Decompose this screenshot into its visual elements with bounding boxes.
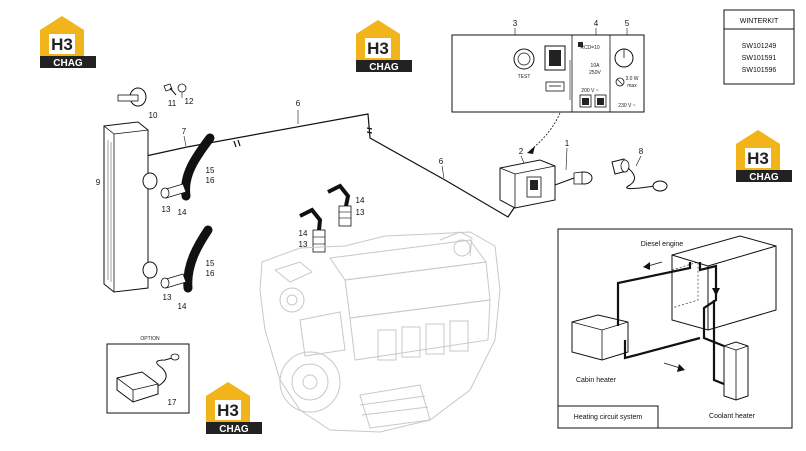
svg-text:16: 16 xyxy=(206,176,215,185)
svg-text:13: 13 xyxy=(356,208,365,217)
winterkit-title: WINTERKIT xyxy=(740,18,779,25)
svg-text:1: 1 xyxy=(565,139,570,148)
brand-logo-1: H3 CHAG xyxy=(40,16,96,69)
temperature-sensor: 8 xyxy=(611,147,668,192)
svg-text:12: 12 xyxy=(185,97,194,106)
diesel-engine-label: Diesel engine xyxy=(641,241,684,248)
svg-text:H3: H3 xyxy=(217,401,239,420)
option-label: OPTION xyxy=(140,336,160,342)
svg-text:4: 4 xyxy=(594,19,599,28)
svg-text:10A: 10A xyxy=(591,63,601,69)
brand-logo-2: H3 CHAG xyxy=(356,20,412,73)
svg-text:13: 13 xyxy=(163,293,172,302)
svg-text:max: max xyxy=(627,83,637,89)
engine-fitting-right: 14 13 xyxy=(327,183,365,227)
svg-text:17: 17 xyxy=(168,398,177,407)
svg-text:16: 16 xyxy=(206,269,215,278)
svg-text:CHAG: CHAG xyxy=(53,58,83,69)
svg-text:8: 8 xyxy=(639,147,644,156)
svg-text:7: 7 xyxy=(182,127,187,136)
svg-text:3: 3 xyxy=(513,19,518,28)
svg-text:14: 14 xyxy=(178,302,187,311)
svg-text:TEST: TEST xyxy=(518,74,531,80)
svg-text:14: 14 xyxy=(356,196,365,205)
heater-unit: 2 1 xyxy=(499,139,593,209)
svg-text:3.0 W: 3.0 W xyxy=(625,76,638,82)
winterkit-code-2: SW101591 xyxy=(742,55,777,62)
winterkit-code-1: SW101249 xyxy=(742,43,777,50)
svg-text:CHAG: CHAG xyxy=(219,424,249,435)
engine-fitting-left: 14 13 xyxy=(299,207,326,253)
heating-system-label: Heating circuit system xyxy=(574,414,643,421)
option-box: OPTION 17 xyxy=(106,336,190,414)
svg-text:14: 14 xyxy=(299,229,308,238)
svg-text:15: 15 xyxy=(206,259,215,268)
coolant-heater-label: Coolant heater xyxy=(709,413,756,420)
svg-text:15: 15 xyxy=(206,166,215,175)
svg-text:9: 9 xyxy=(96,178,101,187)
svg-text:13: 13 xyxy=(162,205,171,214)
svg-text:CHAG: CHAG xyxy=(749,172,779,183)
callout-6-right: 6 xyxy=(439,157,444,166)
svg-text:H3: H3 xyxy=(747,149,769,168)
svg-text:230 V ~: 230 V ~ xyxy=(618,103,635,109)
control-panel: 3 4 5 TEST RCD=10 10A 250V 200 V ~ 3.0 W xyxy=(451,19,645,113)
lower-hose: 15 16 13 14 xyxy=(160,225,215,311)
winterkit-box: WINTERKIT SW101249 SW101591 SW101596 xyxy=(723,9,795,85)
winterkit-code-3: SW101596 xyxy=(742,67,777,74)
svg-text:5: 5 xyxy=(625,19,630,28)
upper-hose: 15 16 13 14 xyxy=(160,133,215,217)
svg-text:10: 10 xyxy=(149,111,158,120)
svg-text:H3: H3 xyxy=(367,39,389,58)
svg-text:11: 11 xyxy=(168,99,177,108)
svg-text:200 V ~: 200 V ~ xyxy=(581,88,598,94)
brand-logo-3: H3 CHAG xyxy=(736,130,792,183)
svg-text:250V: 250V xyxy=(589,70,601,76)
engine-illustration xyxy=(259,231,501,433)
svg-text:H3: H3 xyxy=(51,35,73,54)
rubber-mount: 10 xyxy=(117,87,158,120)
svg-text:CHAG: CHAG xyxy=(369,62,399,73)
callout-6-top: 6 xyxy=(296,99,301,108)
bolt-nut: 11 12 xyxy=(163,83,194,108)
svg-text:14: 14 xyxy=(178,208,187,217)
brand-logo-4: H3 CHAG xyxy=(206,382,262,435)
svg-text:RCD=10: RCD=10 xyxy=(580,45,600,51)
panel-to-box-arrow xyxy=(530,112,561,151)
svg-text:13: 13 xyxy=(299,240,308,249)
main-cable xyxy=(145,113,517,218)
cabin-heater-label: Cabin heater xyxy=(576,377,617,384)
svg-text:2: 2 xyxy=(519,147,524,156)
heating-circuit-diagram: Heating circuit system Diesel engine Cab… xyxy=(557,228,793,429)
heat-exchanger: 9 xyxy=(96,121,158,293)
